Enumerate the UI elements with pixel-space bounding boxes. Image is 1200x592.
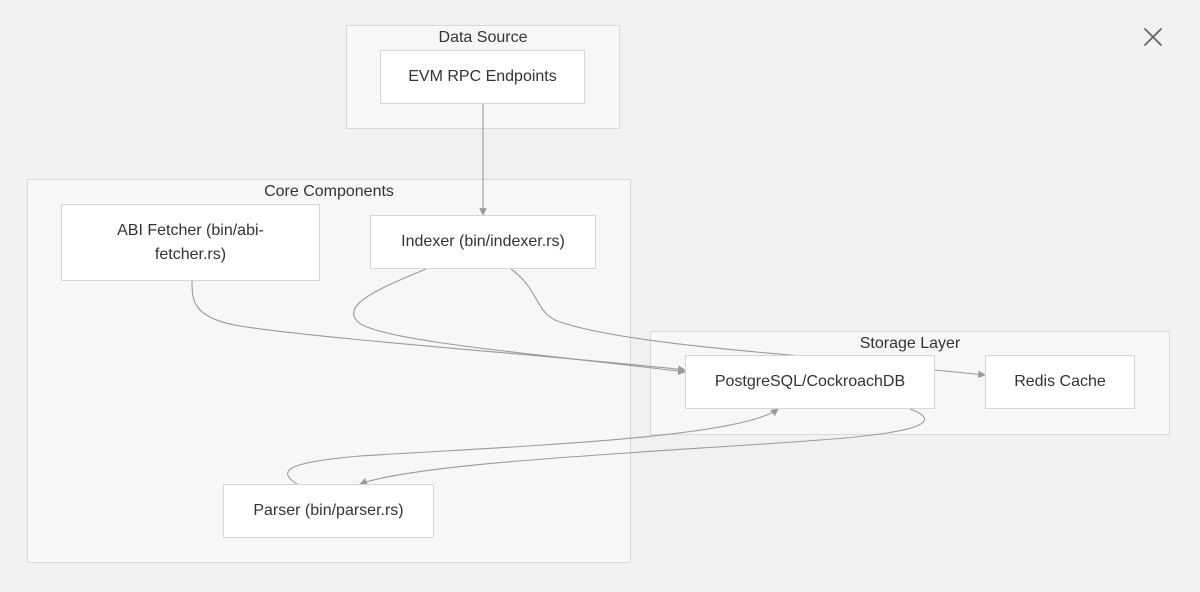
cluster-title-core-components: Core Components	[264, 183, 394, 200]
edge-indexer-to-postgres	[353, 268, 686, 375]
node-evm-rpc-endpoints[interactable]: EVM RPC Endpoints	[380, 50, 585, 104]
node-parser[interactable]: Parser (bin/parser.rs)	[223, 484, 434, 538]
node-postgresql-cockroachdb[interactable]: PostgreSQL/CockroachDB	[685, 355, 935, 409]
node-label-postgresql-cockroachdb: PostgreSQL/CockroachDB	[714, 373, 906, 390]
node-abi-fetcher[interactable]: ABI Fetcher (bin/abi-fetcher.rs)	[61, 204, 320, 281]
edge-parser-to-postgres	[287, 408, 779, 485]
edge-abi-fetcher-to-postgres	[191, 280, 686, 374]
cluster-title-data-source: Data Source	[438, 29, 528, 46]
node-label-abi-fetcher: ABI Fetcher (bin/abi-fetcher.rs)	[117, 221, 264, 263]
node-indexer[interactable]: Indexer (bin/indexer.rs)	[370, 215, 596, 269]
node-redis-cache[interactable]: Redis Cache	[985, 355, 1135, 409]
node-label-redis-cache: Redis Cache	[1014, 373, 1106, 390]
node-label-indexer: Indexer (bin/indexer.rs)	[401, 233, 565, 250]
edge-postgres-to-parser	[359, 408, 926, 486]
node-label-evm-rpc-endpoints: EVM RPC Endpoints	[408, 68, 557, 85]
edge-indexer-to-redis	[510, 268, 985, 375]
close-icon	[1144, 28, 1162, 46]
cluster-title-storage-layer: Storage Layer	[859, 335, 961, 352]
node-label-parser: Parser (bin/parser.rs)	[253, 502, 404, 519]
close-button[interactable]	[1140, 24, 1166, 50]
